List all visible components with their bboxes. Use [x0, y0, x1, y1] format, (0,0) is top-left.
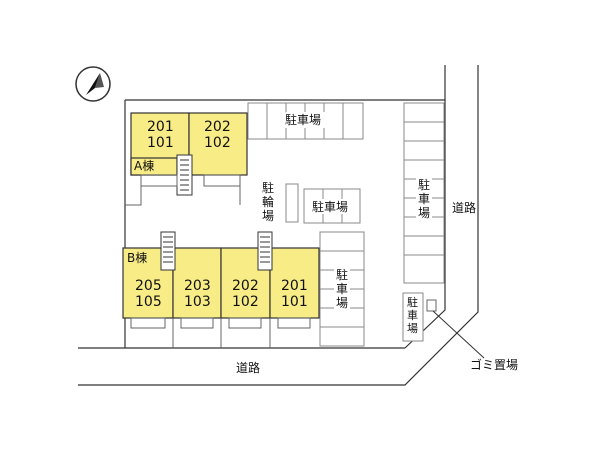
a-unit-lower: 101 — [147, 135, 174, 151]
bottom-road — [78, 65, 479, 386]
parking-center-char: 場 — [336, 296, 348, 310]
parking-top: 駐車場 — [247, 102, 364, 140]
parking-top-label: 駐車場 — [285, 112, 321, 127]
b-unit-upper: 203 — [184, 278, 211, 294]
building-b-porch — [277, 317, 311, 329]
parking-right-char: 場 — [418, 206, 430, 220]
b-unit-upper: 205 — [135, 278, 162, 294]
north-arrow-icon — [75, 66, 111, 102]
bicycle-parking-char: 駐 — [262, 180, 274, 195]
b-unit-lower: 102 — [232, 294, 259, 310]
parking-right-char: 車 — [418, 192, 430, 206]
parking-middle: 駐車場 — [303, 188, 361, 224]
building-a-stairs — [176, 154, 193, 196]
building-b-stairs — [160, 231, 176, 271]
garbage-area-label: ゴミ置場 — [470, 357, 518, 372]
parking-center: 駐 車 場 — [319, 231, 365, 347]
bicycle-parking-char: 輪 — [262, 194, 274, 209]
building-a-label: A棟 — [134, 158, 154, 173]
building-b: B棟 205 105 203 103 202 102 201 101 — [122, 231, 320, 348]
b-unit-upper: 201 — [281, 278, 308, 294]
building-b-unit-205-105 — [122, 247, 174, 319]
parking-right: 駐 車 場 — [403, 102, 445, 284]
parking-small-char: 車 — [407, 308, 418, 322]
building-a-porch — [140, 174, 178, 187]
road-right-label: 道路 — [452, 200, 476, 215]
building-b-porch — [180, 317, 214, 329]
garbage-area: ゴミ置場 — [426, 299, 518, 372]
garbage-box — [426, 299, 437, 312]
building-b-unit-203-103 — [172, 247, 222, 319]
building-b-label: B棟 — [127, 250, 147, 265]
b-unit-lower: 105 — [135, 294, 162, 310]
parking-small-char: 場 — [407, 322, 418, 335]
building-a-porch — [203, 174, 241, 187]
bicycle-parking-char: 場 — [262, 209, 274, 223]
bicycle-parking: 駐 輪 場 — [262, 180, 299, 223]
parking-center-char: 車 — [336, 282, 348, 296]
building-b-stairs — [257, 231, 273, 271]
b-unit-upper: 202 — [232, 278, 259, 294]
parking-right-char: 駐 — [418, 177, 430, 192]
parking-middle-label: 駐車場 — [312, 199, 348, 214]
road-bottom-label: 道路 — [236, 360, 260, 375]
a-unit-upper: 201 — [147, 119, 174, 135]
parking-small: 駐 車 場 — [402, 292, 424, 342]
a-unit-lower: 102 — [204, 135, 231, 151]
a-unit-upper: 202 — [204, 119, 231, 135]
parking-center-char: 駐 — [336, 267, 348, 282]
building-b-porch — [130, 317, 166, 329]
parking-small-char: 駐 — [407, 295, 418, 309]
building-a: 201 101 202 102 A棟 — [125, 112, 248, 206]
b-unit-lower: 101 — [281, 294, 308, 310]
b-unit-lower: 103 — [184, 294, 211, 310]
building-b-porch — [228, 317, 262, 329]
